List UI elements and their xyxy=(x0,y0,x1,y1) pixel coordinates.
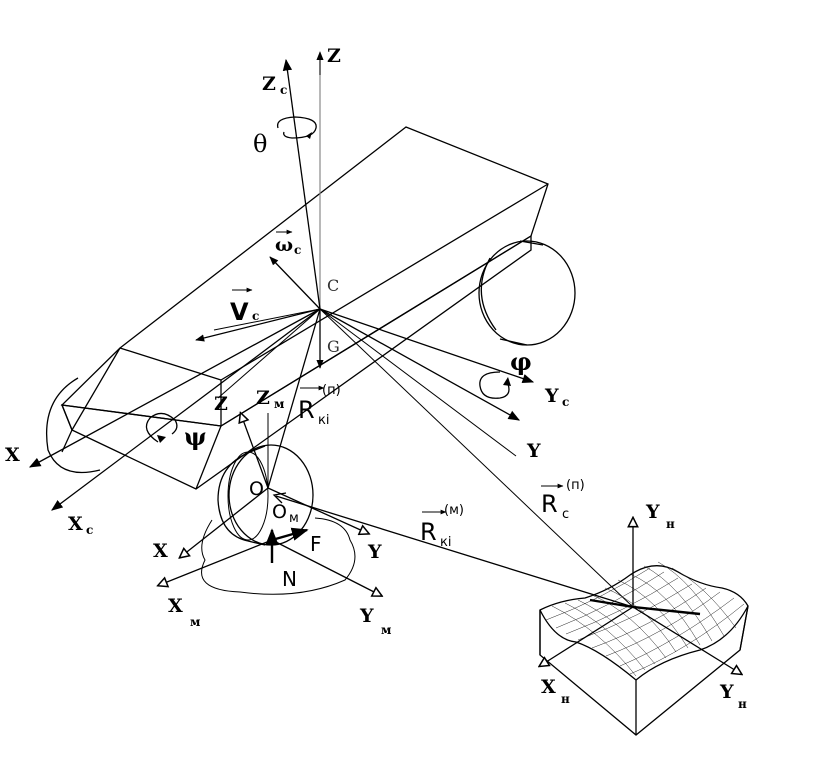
svg-text:c: c xyxy=(294,243,301,257)
theta-rotation-icon xyxy=(276,116,317,139)
svg-text:c: c xyxy=(562,395,569,409)
ym-axis xyxy=(271,539,378,594)
xn-label: X xyxy=(541,676,556,698)
svg-text:н: н xyxy=(738,697,747,711)
svg-text:м: м xyxy=(289,511,299,526)
xc-label: X xyxy=(68,513,83,535)
body-outline xyxy=(60,126,549,427)
svg-text:кі: кі xyxy=(440,535,451,550)
vehicle-body xyxy=(45,126,576,546)
zc-axis xyxy=(282,58,321,310)
y-wheel-plane-label: Y xyxy=(367,541,382,563)
r-ki-n-label: R xyxy=(298,396,315,424)
svg-text:м: м xyxy=(190,615,201,629)
svg-text:(п): (п) xyxy=(322,383,341,398)
omega-label: ω xyxy=(275,234,293,256)
labels: Z Z c θ ω c V c C G φ Y c Y X X c ψ Z Z … xyxy=(5,45,747,711)
svg-text:(п): (п) xyxy=(566,478,585,493)
svg-text:м: м xyxy=(274,397,285,411)
x-wheel-axis xyxy=(183,487,269,555)
phi-label: φ xyxy=(510,347,532,376)
z-global-label: Z xyxy=(327,45,341,67)
g-point-label: G xyxy=(327,337,340,356)
x-wheel-plane-label: X xyxy=(153,540,168,562)
f-force-label: F xyxy=(310,532,322,556)
yc-axis xyxy=(319,308,535,384)
v-label: V xyxy=(230,298,249,326)
front-left-wheel xyxy=(45,377,101,474)
yc-label: Y xyxy=(544,385,559,407)
psi-label: ψ xyxy=(184,422,207,451)
c-point-label: C xyxy=(327,276,339,295)
svg-text:н: н xyxy=(666,517,675,531)
ym-label: Y xyxy=(359,605,374,627)
rear-right-wheel xyxy=(478,240,576,346)
svg-text:(м): (м) xyxy=(444,503,464,518)
yn-label: Y xyxy=(719,681,734,703)
zc-label: Z xyxy=(262,73,276,95)
x-global-label: X xyxy=(5,444,20,466)
yn-vertical-label: Y xyxy=(645,501,660,523)
r-c-vector xyxy=(319,308,634,608)
r-ki-n-vector xyxy=(267,308,321,489)
z-wheel-label: Z xyxy=(256,387,270,409)
n-force-label: N xyxy=(282,567,297,591)
yn-axis xyxy=(632,606,738,672)
svg-text:c: c xyxy=(280,83,287,97)
z-left-label: Z xyxy=(214,393,228,415)
omega-vector xyxy=(269,256,321,310)
svg-text:м: м xyxy=(381,623,392,637)
friction-force-f xyxy=(271,527,309,542)
svg-text:с: с xyxy=(562,507,569,522)
y-wheel-axis xyxy=(267,487,365,532)
r-ki-m-vector xyxy=(275,495,634,608)
svg-text:c: c xyxy=(252,309,259,323)
o-point-label: O xyxy=(249,478,264,500)
xn-axis xyxy=(543,606,634,664)
xm-label: X xyxy=(168,595,183,617)
velocity-vector xyxy=(195,308,321,342)
xc-axis xyxy=(51,308,321,511)
o-m-label: O xyxy=(272,501,287,523)
y-global-label: Y xyxy=(526,440,541,462)
psi-rotation-icon xyxy=(145,412,178,443)
theta-label: θ xyxy=(253,130,267,158)
svg-text:н: н xyxy=(561,692,570,706)
terrain-surface xyxy=(539,561,749,736)
svg-text:кі: кі xyxy=(318,413,329,428)
y-axis-global xyxy=(319,308,521,421)
x-axis-global xyxy=(28,308,321,468)
r-c-label: R xyxy=(541,490,558,518)
r-ki-m-label: R xyxy=(420,518,437,546)
svg-text:c: c xyxy=(86,523,93,537)
z-wheel-axis xyxy=(242,417,269,489)
contact-patch-outline xyxy=(201,517,356,595)
phi-rotation-icon xyxy=(479,371,510,399)
xm-axis xyxy=(162,539,273,584)
